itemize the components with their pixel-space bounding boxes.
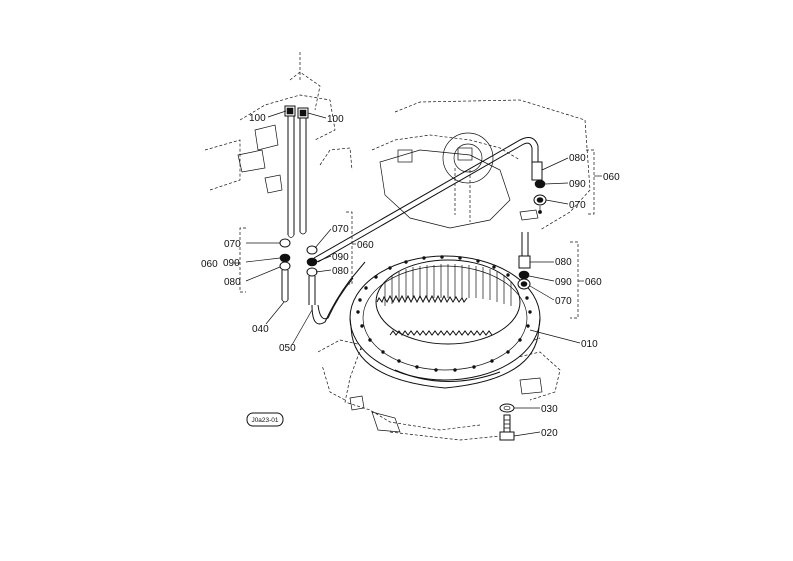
callout-080-left: 080 <box>224 277 241 288</box>
swing-bearing-ring <box>349 255 541 389</box>
callout-080-lower-right: 080 <box>555 257 572 268</box>
callout-070-lower-right: 070 <box>555 296 572 307</box>
group-brackets <box>239 149 595 319</box>
callout-090-lower-right: 090 <box>555 277 572 288</box>
callout-080-mid: 080 <box>332 266 349 277</box>
callout-070-upper-right: 070 <box>569 200 586 211</box>
ring-fitting-stack <box>517 232 531 290</box>
callout-100-right: 100 <box>327 114 344 125</box>
callout-070-mid: 070 <box>332 224 349 235</box>
callout-040: 040 <box>252 324 269 335</box>
callout-060-lower-right: 060 <box>585 277 602 288</box>
callout-020: 020 <box>541 428 558 439</box>
leader-lines <box>245 110 581 437</box>
callout-090-left: 090 <box>223 258 240 269</box>
callout-010: 010 <box>581 339 598 350</box>
grease-pipe-assembly <box>279 105 366 325</box>
drawing-tag-text: J0a23-01 <box>251 417 278 424</box>
bolt-and-washer <box>499 403 515 441</box>
bracket-ticks <box>234 175 602 282</box>
callout-060-left: 060 <box>201 259 218 270</box>
callout-labels: 100 100 070 060 090 080 040 050 070 060 … <box>201 113 620 439</box>
upper-right-pipe <box>313 137 547 263</box>
callout-060-upper-right: 060 <box>603 172 620 183</box>
callout-090-mid: 090 <box>332 252 349 263</box>
callout-080-upper-right: 080 <box>569 153 586 164</box>
callout-050: 050 <box>279 343 296 354</box>
machine-frame-outline <box>204 52 591 441</box>
callout-070-left: 070 <box>224 239 241 250</box>
callout-060-mid: 060 <box>357 240 374 251</box>
callout-100-left: 100 <box>249 113 266 124</box>
callout-030: 030 <box>541 404 558 415</box>
callout-090-upper-right: 090 <box>569 179 586 190</box>
drawing-tag: J0a23-01 <box>246 412 284 427</box>
